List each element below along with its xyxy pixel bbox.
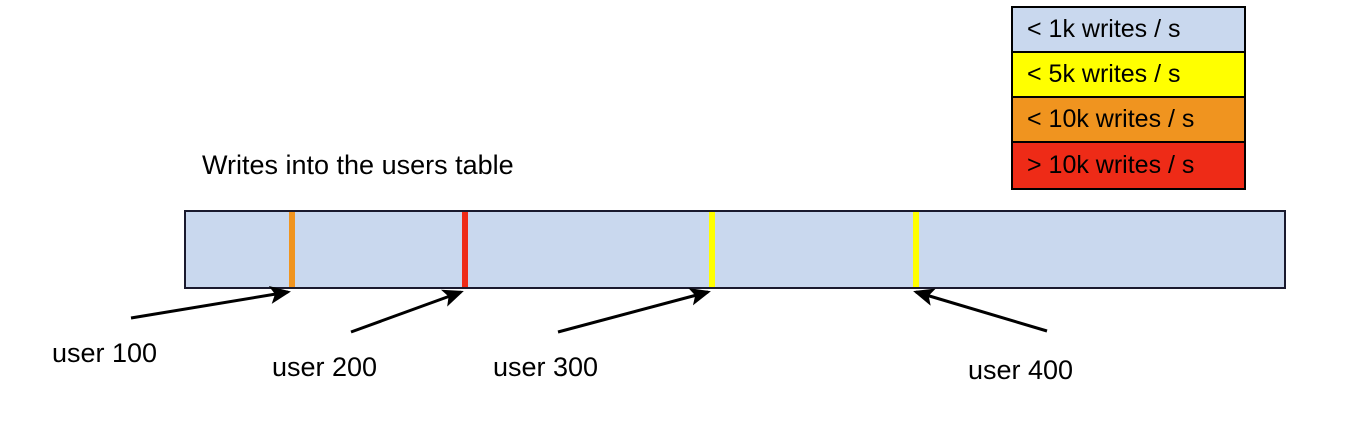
legend-entry-lt-10k: < 10k writes / s bbox=[1013, 98, 1244, 143]
chart-title: Writes into the users table bbox=[202, 150, 514, 180]
callout-label-user-300: user 300 bbox=[493, 352, 599, 382]
legend-entry-label: > 10k writes / s bbox=[1027, 151, 1195, 179]
bar-fill bbox=[186, 212, 1284, 287]
legend-entry-lt-1k: < 1k writes / s bbox=[1013, 8, 1244, 53]
bar-marker-user-200 bbox=[462, 212, 468, 287]
legend-entry-label: < 5k writes / s bbox=[1027, 60, 1181, 88]
callout-label-user-100: user 100 bbox=[52, 338, 158, 368]
callout-arrow-user-100 bbox=[130, 286, 291, 320]
bar-marker-user-300 bbox=[709, 212, 715, 287]
legend-entry-gt-10k: > 10k writes / s bbox=[1013, 143, 1244, 188]
callout-arrow-user-300 bbox=[557, 287, 711, 334]
legend-entry-lt-5k: < 5k writes / s bbox=[1013, 53, 1244, 98]
legend-entry-label: < 1k writes / s bbox=[1027, 15, 1181, 43]
callout-label-user-400: user 400 bbox=[968, 355, 1074, 385]
callout-arrows bbox=[130, 286, 1048, 334]
callout-arrow-user-400 bbox=[913, 288, 1048, 333]
bar-marker-user-400 bbox=[913, 212, 919, 287]
write-rate-legend: < 1k writes / s < 5k writes / s < 10k wr… bbox=[1011, 6, 1246, 190]
callout-arrow-user-200 bbox=[350, 289, 464, 334]
users-table-bar bbox=[184, 210, 1286, 289]
callout-label-user-200: user 200 bbox=[272, 352, 378, 382]
bar-marker-user-100 bbox=[289, 212, 295, 287]
legend-entry-label: < 10k writes / s bbox=[1027, 105, 1195, 133]
